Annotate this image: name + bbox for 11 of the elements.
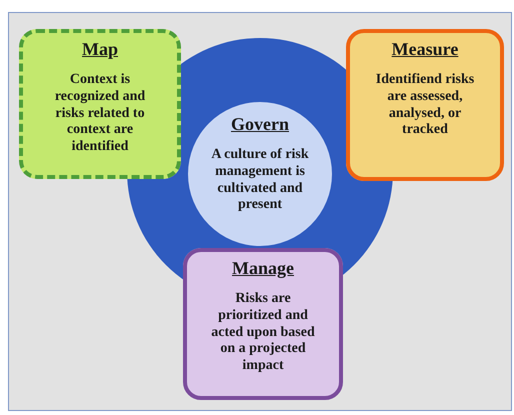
description: A culture of risk management is cultivated and present (210, 147, 310, 214)
heading: Map (82, 39, 118, 60)
rounded-box (19, 29, 181, 179)
description: Context is recognized and risks related to context are identified (54, 72, 146, 156)
description: Risks are prioritized and acted upon based on a projected impact (210, 291, 316, 375)
rounded-box (346, 29, 504, 181)
description: Identifiend risks are assessed, analysed, or tracked (374, 72, 476, 140)
rounded-box (183, 248, 343, 400)
heading: Measure (392, 39, 458, 60)
heading: Govern (231, 114, 289, 135)
heading: Manage (232, 258, 294, 279)
